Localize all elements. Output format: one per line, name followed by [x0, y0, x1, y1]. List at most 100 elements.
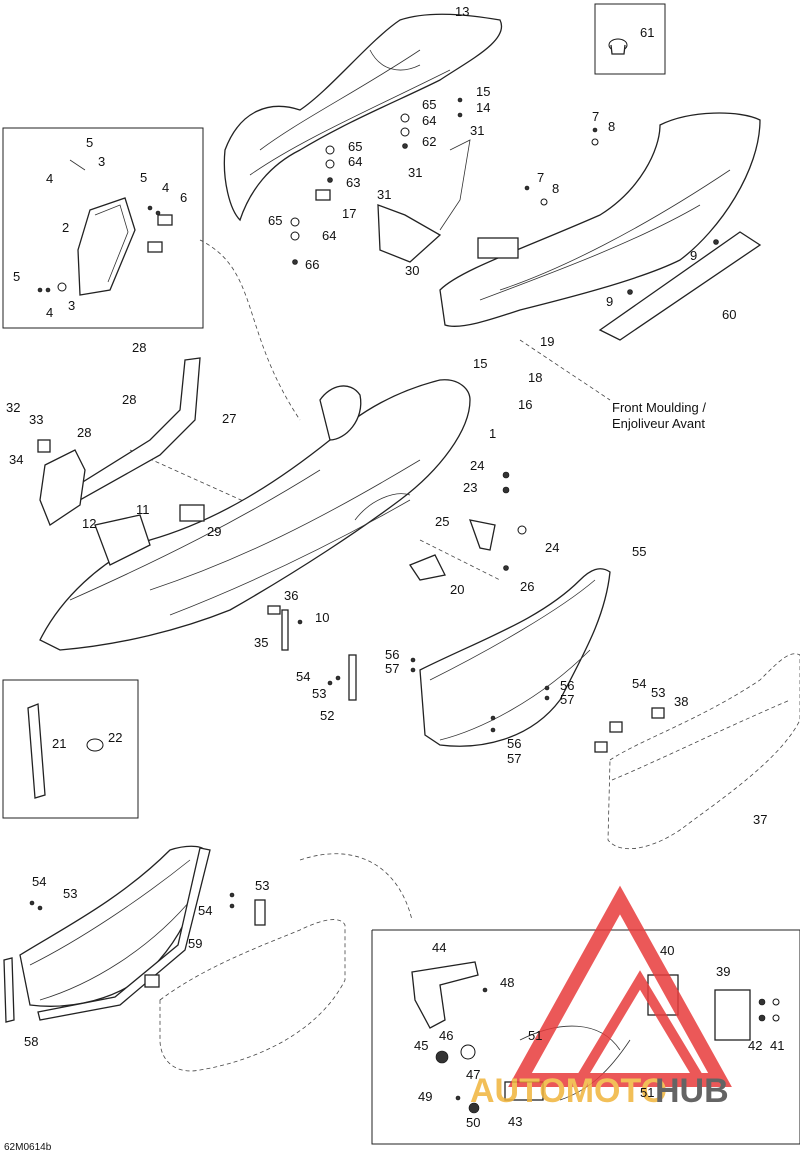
callout: 62 — [422, 134, 436, 149]
callout: 4 — [162, 180, 169, 195]
callout: 4 — [46, 171, 53, 186]
callout: 53 — [255, 878, 269, 893]
callout: 65 — [422, 97, 436, 112]
callout: 56 — [385, 647, 399, 662]
callout: 4 — [46, 305, 53, 320]
callout: 35 — [254, 635, 268, 650]
callout: 14 — [476, 100, 490, 115]
callout: 2 — [62, 220, 69, 235]
lower-frame — [3, 845, 211, 1023]
callout: 54 — [632, 676, 646, 691]
callout: 64 — [322, 228, 336, 243]
callout: 9 — [690, 248, 697, 263]
front-bumper-part-1 — [39, 379, 471, 651]
callout: 26 — [520, 579, 534, 594]
callout: 1 — [489, 426, 496, 441]
callout: 21 — [52, 736, 66, 751]
side-piece-34 — [37, 439, 86, 526]
callout: 31 — [470, 123, 484, 138]
callout: 27 — [222, 411, 236, 426]
callout: 8 — [552, 181, 559, 196]
side-panel-upper — [439, 112, 761, 327]
callout: 23 — [463, 480, 477, 495]
callout: 11 — [136, 502, 150, 517]
rear-frame-part-13 — [223, 13, 503, 222]
callout: 65 — [348, 139, 362, 154]
callout: 44 — [432, 940, 446, 955]
watermark-text-left: AUTOMOTO — [470, 1072, 667, 1110]
callout: 16 — [518, 397, 532, 412]
side-frame-55 — [410, 568, 611, 747]
leader-curve — [199, 239, 301, 421]
callout: 46 — [439, 1028, 453, 1043]
callout: 5 — [13, 269, 20, 284]
diagram-code: 62M0614b — [4, 1142, 52, 1153]
skid-strip-60 — [598, 231, 762, 341]
callout: 40 — [660, 943, 674, 958]
callout: 57 — [560, 692, 574, 707]
cover-part-30 — [377, 139, 471, 263]
callout: 8 — [608, 119, 615, 134]
callout: 54 — [198, 903, 212, 918]
callout: 22 — [108, 730, 122, 745]
callout: 32 — [6, 400, 20, 415]
callout: 24 — [545, 540, 559, 555]
callout: 64 — [422, 113, 436, 128]
callout: 55 — [632, 544, 646, 559]
callout: 45 — [414, 1038, 428, 1053]
callout: 57 — [385, 661, 399, 676]
callout: 24 — [470, 458, 484, 473]
mirror-housing-44 — [411, 961, 488, 1029]
clip-61 — [608, 38, 628, 55]
callout: 19 — [540, 334, 554, 349]
leader-curve-lower — [299, 853, 413, 921]
callout: 10 — [315, 610, 329, 625]
lower-cushion — [29, 892, 346, 1072]
callout: 41 — [770, 1038, 784, 1053]
bracket-20-25 — [409, 471, 527, 581]
callout: 64 — [348, 154, 362, 169]
plate-29 — [179, 504, 205, 522]
front-moulding-label-line1: Front Moulding / — [612, 400, 706, 415]
inset-box-mirror — [371, 929, 800, 1145]
callout: 20 — [450, 582, 464, 597]
callout: 53 — [651, 685, 665, 700]
callout: 28 — [122, 392, 136, 407]
callout: 28 — [77, 425, 91, 440]
callout: 31 — [377, 187, 391, 202]
bracket-52 — [327, 654, 357, 701]
callout: 5 — [86, 135, 93, 150]
callout: 48 — [500, 975, 514, 990]
callout: 50 — [466, 1115, 480, 1130]
callout: 12 — [82, 516, 96, 531]
callout: 54 — [296, 669, 310, 684]
callout: 17 — [342, 206, 356, 221]
callout: 13 — [455, 4, 469, 19]
callout: 57 — [507, 751, 521, 766]
callout: 33 — [29, 412, 43, 427]
callout: 53 — [312, 686, 326, 701]
cushion-37 — [607, 653, 800, 850]
bracket-35 — [267, 605, 303, 651]
callout: 54 — [32, 874, 46, 889]
callout: 43 — [508, 1114, 522, 1129]
watermark-text-right: HUB — [655, 1072, 729, 1110]
callout: 52 — [320, 708, 334, 723]
callout: 31 — [408, 165, 422, 180]
callout: 36 — [284, 588, 298, 603]
inset-box-bracket — [2, 127, 204, 329]
callout: 56 — [507, 736, 521, 751]
inset-box-strip — [2, 679, 139, 819]
callout: 18 — [528, 370, 542, 385]
callout: 34 — [9, 452, 23, 467]
callout: 3 — [68, 298, 75, 313]
callout: 9 — [606, 294, 613, 309]
callout: 63 — [346, 175, 360, 190]
strip-21 — [27, 703, 46, 799]
callout: 53 — [63, 886, 77, 901]
inset-box-61 — [594, 3, 666, 75]
callout: 47 — [466, 1067, 480, 1082]
callout: 37 — [753, 812, 767, 827]
callout: 59 — [188, 936, 202, 951]
callout: 5 — [140, 170, 147, 185]
